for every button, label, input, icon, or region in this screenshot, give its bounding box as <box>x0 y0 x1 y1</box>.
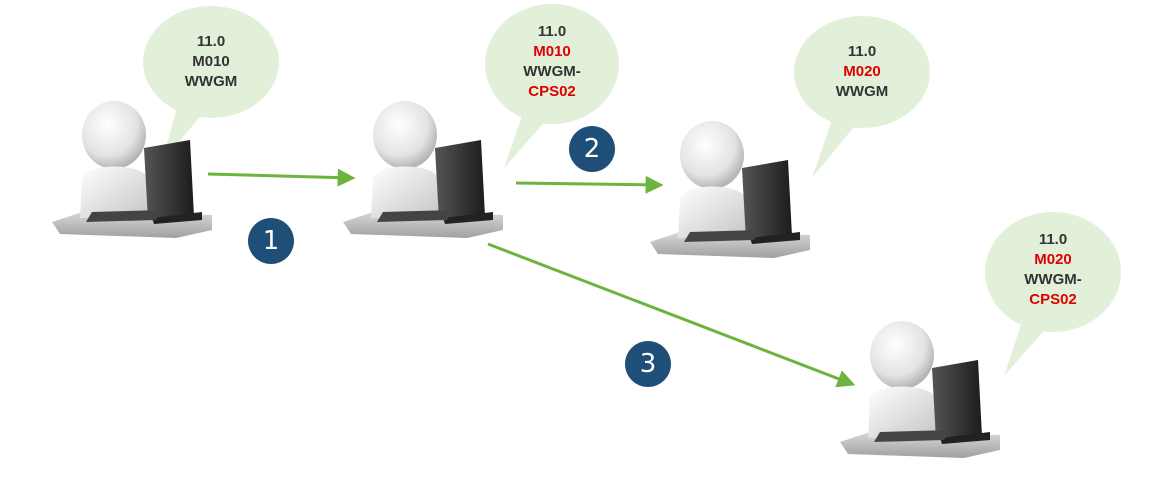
user-computer-figure-n2 <box>343 101 503 238</box>
arrow-step-2 <box>515 175 664 194</box>
node-line: 11.0 <box>196 33 226 50</box>
node-line: M020 <box>843 63 881 80</box>
arrows <box>207 168 856 388</box>
speech-bubble-n3 <box>794 16 930 178</box>
node-line: WWGM- <box>1024 271 1082 288</box>
speech-bubbles <box>143 4 1121 376</box>
arrow-step-3 <box>487 242 856 388</box>
node-line: M010 <box>533 43 571 60</box>
user-computer-figure-n4 <box>840 321 1000 458</box>
node-line: M020 <box>1034 251 1072 268</box>
node-line: M010 <box>192 53 230 70</box>
arrow-step-1 <box>207 168 356 187</box>
user-computer-figure-n3 <box>650 121 810 258</box>
step-badge-3: 3 <box>625 341 671 387</box>
node-label-n1: 11.0 M010 WWGM <box>161 32 261 92</box>
speech-bubble-n4 <box>985 212 1121 376</box>
speech-bubble-n2 <box>485 4 619 168</box>
node-label-n4: 11.0 M020 WWGM- CPS02 <box>1003 230 1103 310</box>
node-line: 11.0 <box>1038 231 1068 248</box>
node-line: WWGM- <box>523 63 581 80</box>
step-badge-2: 2 <box>569 126 615 172</box>
node-label-n2: 11.0 M010 WWGM- CPS02 <box>502 22 602 102</box>
node-line: 11.0 <box>537 23 567 40</box>
node-line: 11.0 <box>847 43 877 60</box>
user-computer-figure-n1 <box>52 101 212 238</box>
node-line: CPS02 <box>1029 291 1077 308</box>
node-label-n3: 11.0 M020 WWGM <box>812 42 912 102</box>
step-badge-1: 1 <box>248 218 294 264</box>
node-line: CPS02 <box>528 83 576 100</box>
node-line: WWGM <box>835 83 889 100</box>
node-line: WWGM <box>184 73 238 90</box>
